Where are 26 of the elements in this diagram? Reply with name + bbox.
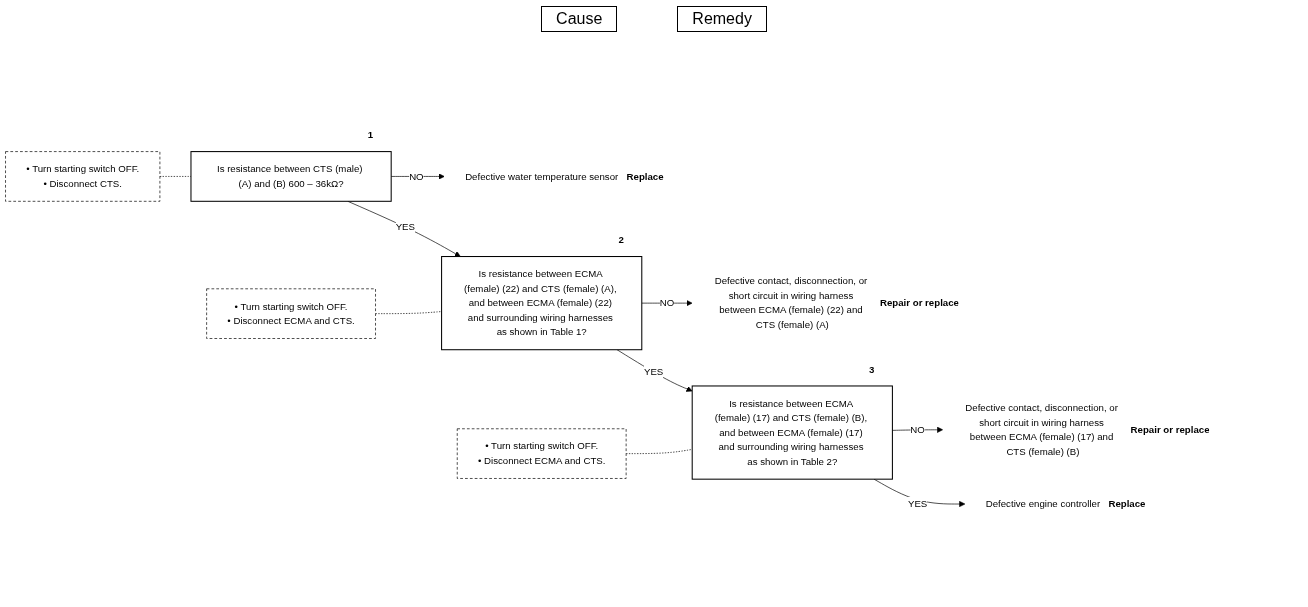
edge-label: NO [910, 423, 925, 435]
node-text: Defective water temperature sensor [465, 170, 619, 182]
node-box: Is resistance between ECMA (female) (22) and CTS (female) (A), and between ECMA (female) (22) and surrounding wiring harnesses as shown in Table 1? [441, 256, 643, 351]
node-text: Defective contact, disconnection, or short circuit in wiring harness between ECMA (female) (17) and CTS (female) (B) [965, 402, 1118, 457]
node-box: • Turn starting switch OFF. • Disconnect ECMA and CTS. [456, 428, 627, 479]
node-text: Defective engine controller [985, 498, 1101, 510]
node-label: Replace [1108, 498, 1146, 510]
edge-label: YES [643, 366, 664, 378]
node-label: 1 [367, 129, 374, 141]
edge-label: NO [409, 170, 424, 182]
node-label: Repair or replace [879, 297, 959, 309]
node-label: Repair or replace [1130, 423, 1210, 435]
node-box: Is resistance between CTS (male) (A) and (B) 600 – 36kΩ? [190, 151, 392, 202]
node-label: 2 [618, 234, 624, 246]
node-label: 3 [869, 363, 875, 375]
connector [625, 449, 693, 454]
node-text: Defective contact, disconnection, or short circuit in wiring harness between ECMA (female) (22) and CTS (female) (A) [714, 275, 868, 331]
node-box: Is resistance between ECMA (female) (17) and CTS (female) (B), and between ECMA (female) (17) and surrounding wiring harnesses as shown in Table 2? [691, 385, 893, 480]
edge-label: NO [659, 297, 675, 309]
node-box: • Turn starting switch OFF. • Disconnect ECMA and CTS. [206, 288, 376, 339]
column-header: Cause [541, 6, 618, 32]
node-label: Replace [626, 170, 664, 182]
edge-label: YES [395, 220, 415, 232]
column-header: Remedy [677, 6, 767, 32]
edge-label: YES [907, 498, 928, 510]
node-box: • Turn starting switch OFF. • Disconnect CTS. [5, 151, 161, 202]
